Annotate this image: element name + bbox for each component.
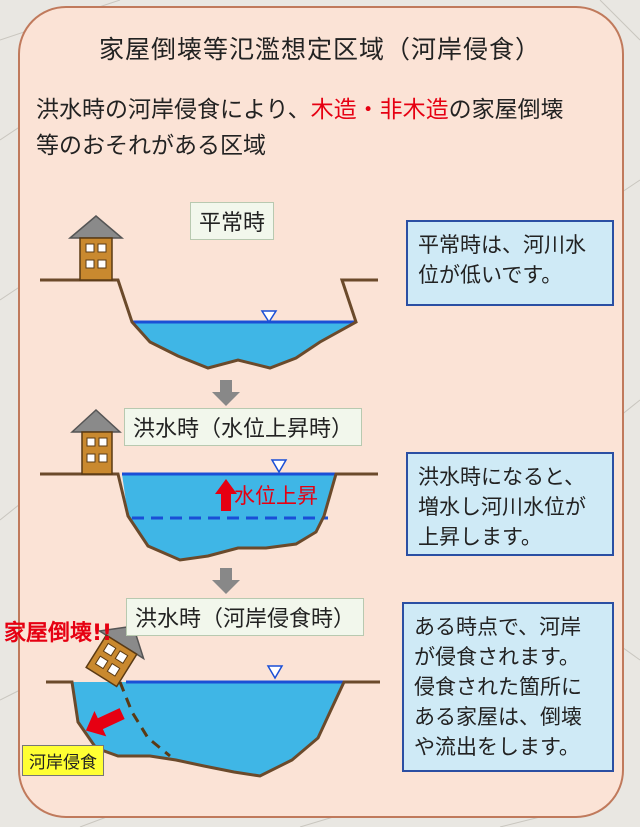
note-line: が侵食されます。 — [414, 645, 580, 669]
page-title: 家屋倒壊等氾濫想定区域（河岸侵食） — [98, 35, 541, 64]
note-line: ある時点で、河岸 — [414, 615, 582, 639]
intro-line1-suffix: の家屋倒壊 — [448, 97, 564, 123]
intro-line1-highlight: 木造・非木造 — [310, 97, 449, 123]
house-collapse-warning: 家屋倒壊!! — [4, 621, 113, 646]
intro-line2: 等のおそれがある区域 — [36, 133, 266, 159]
note-flood-rising: 洪水時になると、 増水し河川水位が 上昇します。 — [406, 452, 614, 556]
house-icon — [70, 408, 122, 475]
water-rise-label: 水位上昇 — [234, 484, 318, 508]
water-level-marker-icon — [260, 310, 278, 324]
ground-line-erosion — [46, 680, 380, 778]
bank-erosion-label: 河岸侵食 — [22, 745, 104, 776]
river-water-erosion — [72, 682, 344, 776]
note-line: 上昇します。 — [418, 525, 542, 549]
intro-line1-prefix: 洪水時の河岸侵食により、 — [36, 97, 311, 123]
flood-rising-section — [40, 408, 378, 562]
down-arrow-icon — [212, 380, 240, 406]
bank-erosion-section — [46, 625, 380, 778]
river-water-normal — [132, 322, 356, 368]
intro-text: 洪水時の河岸侵食により、木造・非木造の家屋倒壊 等のおそれがある区域 — [36, 92, 626, 164]
house-icon — [67, 215, 125, 281]
erosion-arrow-icon — [85, 708, 125, 737]
water-level-marker-icon — [266, 665, 284, 680]
ground-line-normal — [40, 278, 378, 370]
original-bank-line — [118, 681, 171, 758]
note-line: ある家屋は、倒壊 — [414, 705, 582, 729]
normal-river-section — [40, 215, 378, 370]
note-line: や流出をします。 — [414, 735, 580, 759]
note-normal: 平常時は、河川水 位が低いです。 — [406, 220, 614, 306]
note-line: 洪水時になると、 — [418, 465, 586, 489]
note-line: 平常時は、河川水 — [418, 233, 586, 257]
water-rise-arrow-icon — [215, 479, 237, 511]
stage-label-flood-rising: 洪水時（水位上昇時） — [124, 408, 363, 446]
water-level-marker-icon — [270, 459, 288, 474]
down-arrow-icon — [212, 568, 240, 594]
note-line: 侵食された箇所に — [414, 675, 582, 699]
note-line: 増水し河川水位が — [418, 495, 586, 519]
stage-label-bank-erosion: 洪水時（河岸侵食時） — [126, 598, 365, 636]
note-bank-erosion: ある時点で、河岸 が侵食されます。 侵食された箇所に ある家屋は、倒壊 や流出を… — [402, 602, 614, 772]
stage-label-normal: 平常時 — [190, 202, 275, 240]
note-line: 位が低いです。 — [418, 263, 563, 287]
ground-line-rising — [40, 472, 378, 562]
